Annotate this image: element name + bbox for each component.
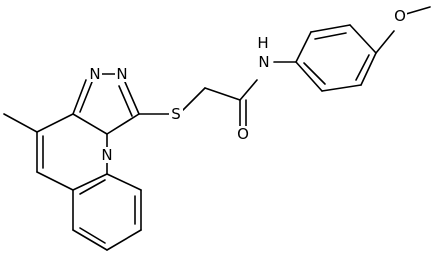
bond xyxy=(72,79,87,115)
atom-label-n: N xyxy=(89,65,100,83)
bond xyxy=(321,84,362,92)
bond xyxy=(295,61,323,92)
atom-labels: N N N S O N H O xyxy=(88,7,407,164)
atom-label-o: O xyxy=(394,7,406,25)
bond xyxy=(72,113,108,135)
bond xyxy=(310,24,351,33)
bond xyxy=(204,87,241,101)
bond xyxy=(79,227,106,244)
bond xyxy=(314,32,347,40)
bond-lines xyxy=(3,6,431,251)
bond xyxy=(182,87,206,111)
atom-n: N xyxy=(115,65,129,83)
bond xyxy=(36,171,74,191)
bond xyxy=(405,6,431,15)
bond xyxy=(295,31,312,63)
bond xyxy=(79,179,106,195)
atom-o: O xyxy=(393,7,407,25)
bond xyxy=(118,85,133,117)
bond xyxy=(349,24,377,54)
bond xyxy=(124,81,140,115)
bond xyxy=(36,113,74,133)
bond xyxy=(79,81,93,113)
atom-nh: N H xyxy=(256,34,271,71)
atom-label-h: H xyxy=(257,34,268,52)
atom-label-n: N xyxy=(101,146,112,164)
bond xyxy=(72,173,108,191)
atom-label-n: N xyxy=(116,65,127,83)
bond xyxy=(355,54,370,81)
atom-o: O xyxy=(236,125,250,143)
atom-label-s: S xyxy=(171,105,181,123)
bond xyxy=(3,113,38,133)
bond xyxy=(239,79,258,101)
atom-label-o: O xyxy=(237,125,249,143)
atom-n: N xyxy=(100,146,114,164)
bond xyxy=(72,229,108,251)
bond xyxy=(106,173,142,191)
atom-n: N xyxy=(88,65,102,83)
bond xyxy=(303,62,326,85)
atom-s: S xyxy=(169,105,183,123)
bond xyxy=(106,229,142,251)
bond xyxy=(106,113,140,135)
atom-label-n: N xyxy=(258,53,269,71)
bond xyxy=(360,52,377,86)
bond xyxy=(375,30,395,54)
